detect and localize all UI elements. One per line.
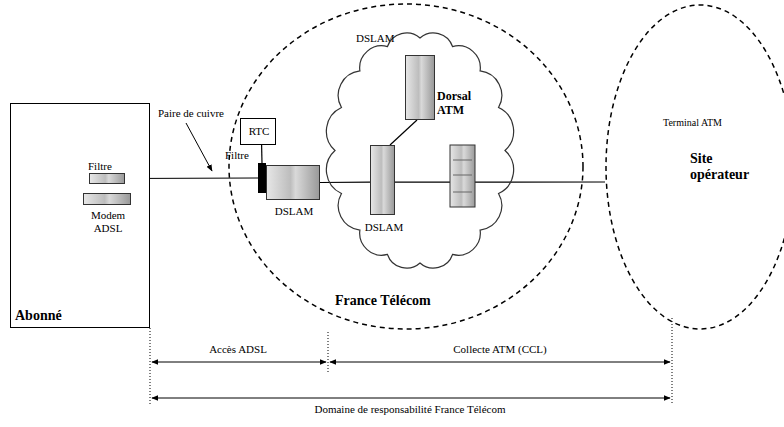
line-connector [261,145,263,163]
callout-label: Paire de cuivre [156,107,226,120]
span-arrow [330,362,670,363]
span-label: Accès ADSL [207,343,269,356]
node-label: Dorsal ATM [437,90,487,118]
span-label: Collecte ATM (CCL) [451,343,549,356]
line-connector [320,182,370,184]
leader-line [186,123,212,171]
equipment-slot [453,175,472,176]
node-label: RTC [241,125,277,138]
dotted-limit [328,332,329,372]
dslam-equipment [450,145,475,207]
line-connector [395,181,605,182]
modem-device: Modem ADSL [83,193,131,205]
operator-region: RTCFiltreDSLAMDSLAMDSLAMDorsal ATMFrance… [228,3,584,330]
equipment-slot [453,192,472,193]
node-label: Filtre [88,160,128,173]
span-arrow [152,362,326,363]
line-connector [390,120,417,145]
dotted-limit [150,328,151,405]
filter-block: Filtre [258,163,266,193]
node-label: Modem ADSL [83,209,133,234]
dashed-ellipse [606,5,784,329]
node-label: Filtre [225,149,257,162]
span-arrow [152,398,670,399]
dslam-equipment: DSLAM [370,145,395,215]
dslam-equipment: DSLAM [405,55,435,120]
subscriber-box: FiltreModem ADSL Abonné [10,103,150,328]
equipment-label: Terminal ATM [663,117,725,129]
dotted-limit [672,318,673,405]
dashed-ellipse [229,4,583,329]
dslam-equipment: DSLAM [266,165,320,200]
node-label: Abonné [15,308,95,324]
span-label: Domaine de responsabilité France Télécom [312,403,507,416]
cloud-path [326,33,513,268]
node-label: France Télécom [335,293,465,309]
operator-site: Terminal ATM Site opérateur [605,4,784,330]
equipment-slot [453,160,472,161]
node-label: DSLAM [356,32,402,45]
filter-device: Filtre [89,173,125,184]
atm-backbone-cloud: DSLAMDSLAMDorsal ATM [325,28,515,273]
dashed-outline [605,4,784,330]
node-label: Site opérateur [690,151,766,183]
rtc-box: RTC [240,118,276,145]
node-label: DSLAM [267,205,321,218]
node-label: DSLAM [361,221,407,234]
